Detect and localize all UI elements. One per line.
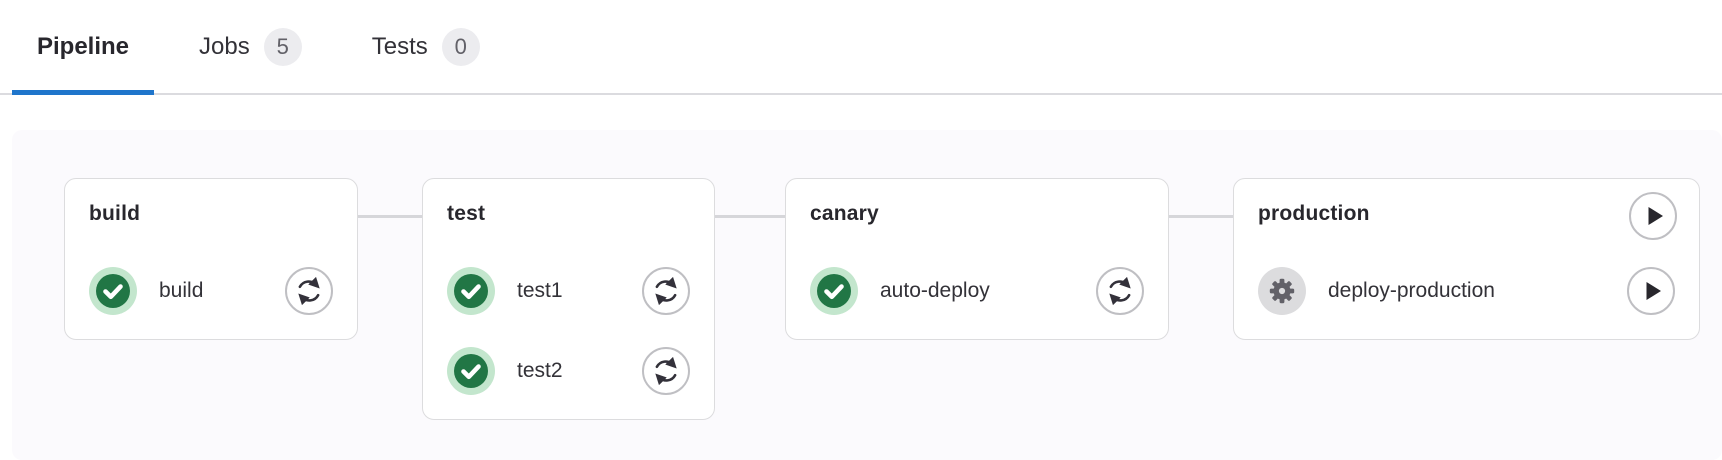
- job-link-test2[interactable]: test2: [447, 347, 563, 395]
- stage-title: canary: [810, 202, 879, 225]
- jobs-count-badge: 5: [263, 27, 302, 66]
- job-name-label: test1: [517, 279, 563, 302]
- pipeline-tabs-bar: Pipeline Jobs 5 Tests 0: [0, 0, 1722, 95]
- job-link-test1[interactable]: test1: [447, 267, 563, 315]
- tests-count-badge: 0: [441, 27, 480, 66]
- play-job-button[interactable]: [1627, 267, 1675, 315]
- job-row: test1: [447, 267, 690, 315]
- status-success-icon: [447, 347, 495, 395]
- stage-title: production: [1258, 202, 1370, 225]
- retry-job-button[interactable]: [1096, 267, 1144, 315]
- tab-jobs[interactable]: Jobs 5: [174, 0, 327, 93]
- play-stage-button[interactable]: [1629, 192, 1677, 240]
- tab-pipeline-label: Pipeline: [37, 32, 130, 60]
- stage-header-build: build: [89, 201, 333, 227]
- status-success-icon: [447, 267, 495, 315]
- connector-canary-production: [1169, 215, 1234, 218]
- job-row: build: [89, 267, 333, 315]
- stage-title: test: [447, 202, 486, 225]
- stage-header-canary: canary: [810, 201, 1144, 227]
- job-row: test2: [447, 347, 690, 395]
- job-name-label: auto-deploy: [880, 279, 990, 302]
- stage-card-production: production: [1233, 178, 1700, 340]
- retry-job-button[interactable]: [642, 347, 690, 395]
- stage-card-test: test test1: [422, 178, 715, 420]
- stage-header-test: test: [447, 201, 690, 227]
- tab-jobs-label: Jobs: [199, 32, 250, 60]
- job-name-label: test2: [517, 359, 563, 382]
- job-name-label: build: [159, 279, 204, 302]
- tab-pipeline[interactable]: Pipeline: [12, 0, 155, 95]
- stage-card-canary: canary auto-deploy: [785, 178, 1169, 340]
- stage-header-production: production: [1258, 192, 1677, 240]
- job-link-auto-deploy[interactable]: auto-deploy: [810, 267, 990, 315]
- job-link-deploy-production[interactable]: deploy-production: [1258, 267, 1495, 315]
- job-row: deploy-production: [1258, 267, 1675, 315]
- tab-tests-label: Tests: [371, 32, 428, 60]
- status-success-icon: [89, 267, 137, 315]
- job-name-label: deploy-production: [1328, 279, 1495, 302]
- connector-build-test: [358, 215, 424, 218]
- stage-title: build: [89, 202, 141, 225]
- status-manual-gear-icon: [1258, 267, 1306, 315]
- retry-job-button[interactable]: [285, 267, 333, 315]
- tab-tests[interactable]: Tests 0: [347, 0, 505, 93]
- connector-test-canary: [714, 215, 786, 218]
- pipeline-graph: build build: [12, 130, 1722, 460]
- job-link-build[interactable]: build: [89, 267, 203, 315]
- retry-job-button[interactable]: [642, 267, 690, 315]
- status-success-icon: [810, 267, 858, 315]
- stage-card-build: build build: [64, 178, 358, 340]
- job-row: auto-deploy: [810, 267, 1144, 315]
